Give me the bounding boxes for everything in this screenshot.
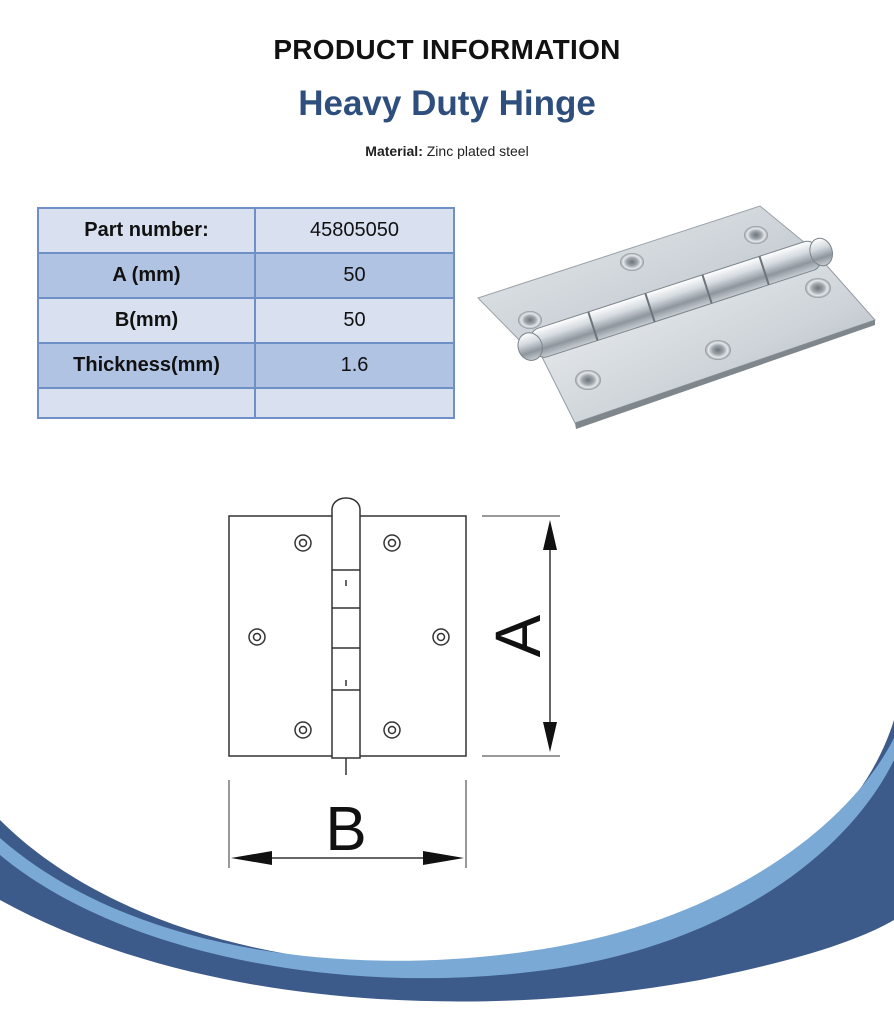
page-heading: PRODUCT INFORMATION xyxy=(273,34,621,65)
spec-row-thickness: Thickness(mm) 1.6 xyxy=(37,342,455,389)
spec-value: 1.6 xyxy=(254,342,455,389)
spec-row-empty xyxy=(37,387,455,419)
dimension-a-label: A xyxy=(482,614,554,657)
spec-value: 50 xyxy=(254,297,455,344)
spec-label: Part number: xyxy=(37,207,256,254)
material-line: Material: Zinc plated steel xyxy=(0,143,894,159)
hinge-product-image xyxy=(477,205,876,429)
hinge-technical-drawing: A B xyxy=(228,497,560,868)
spec-value: 50 xyxy=(254,252,455,299)
dimension-b-label: B xyxy=(325,795,366,864)
spec-row-b: B(mm) 50 xyxy=(37,297,455,344)
material-label: Material: xyxy=(365,143,423,159)
spec-value: 45805050 xyxy=(254,207,455,254)
spec-row-a: A (mm) 50 xyxy=(37,252,455,299)
spec-table: Part number: 45805050 A (mm) 50 B(mm) 50… xyxy=(37,207,455,419)
spec-row-part-number: Part number: 45805050 xyxy=(37,207,455,254)
spec-label xyxy=(37,387,256,419)
spec-label: A (mm) xyxy=(37,252,256,299)
spec-label: B(mm) xyxy=(37,297,256,344)
product-title: Heavy Duty Hinge xyxy=(298,84,596,123)
decorative-wave xyxy=(0,720,894,1024)
spec-label: Thickness(mm) xyxy=(37,342,256,389)
spec-value xyxy=(254,387,455,419)
material-value: Zinc plated steel xyxy=(426,143,529,159)
